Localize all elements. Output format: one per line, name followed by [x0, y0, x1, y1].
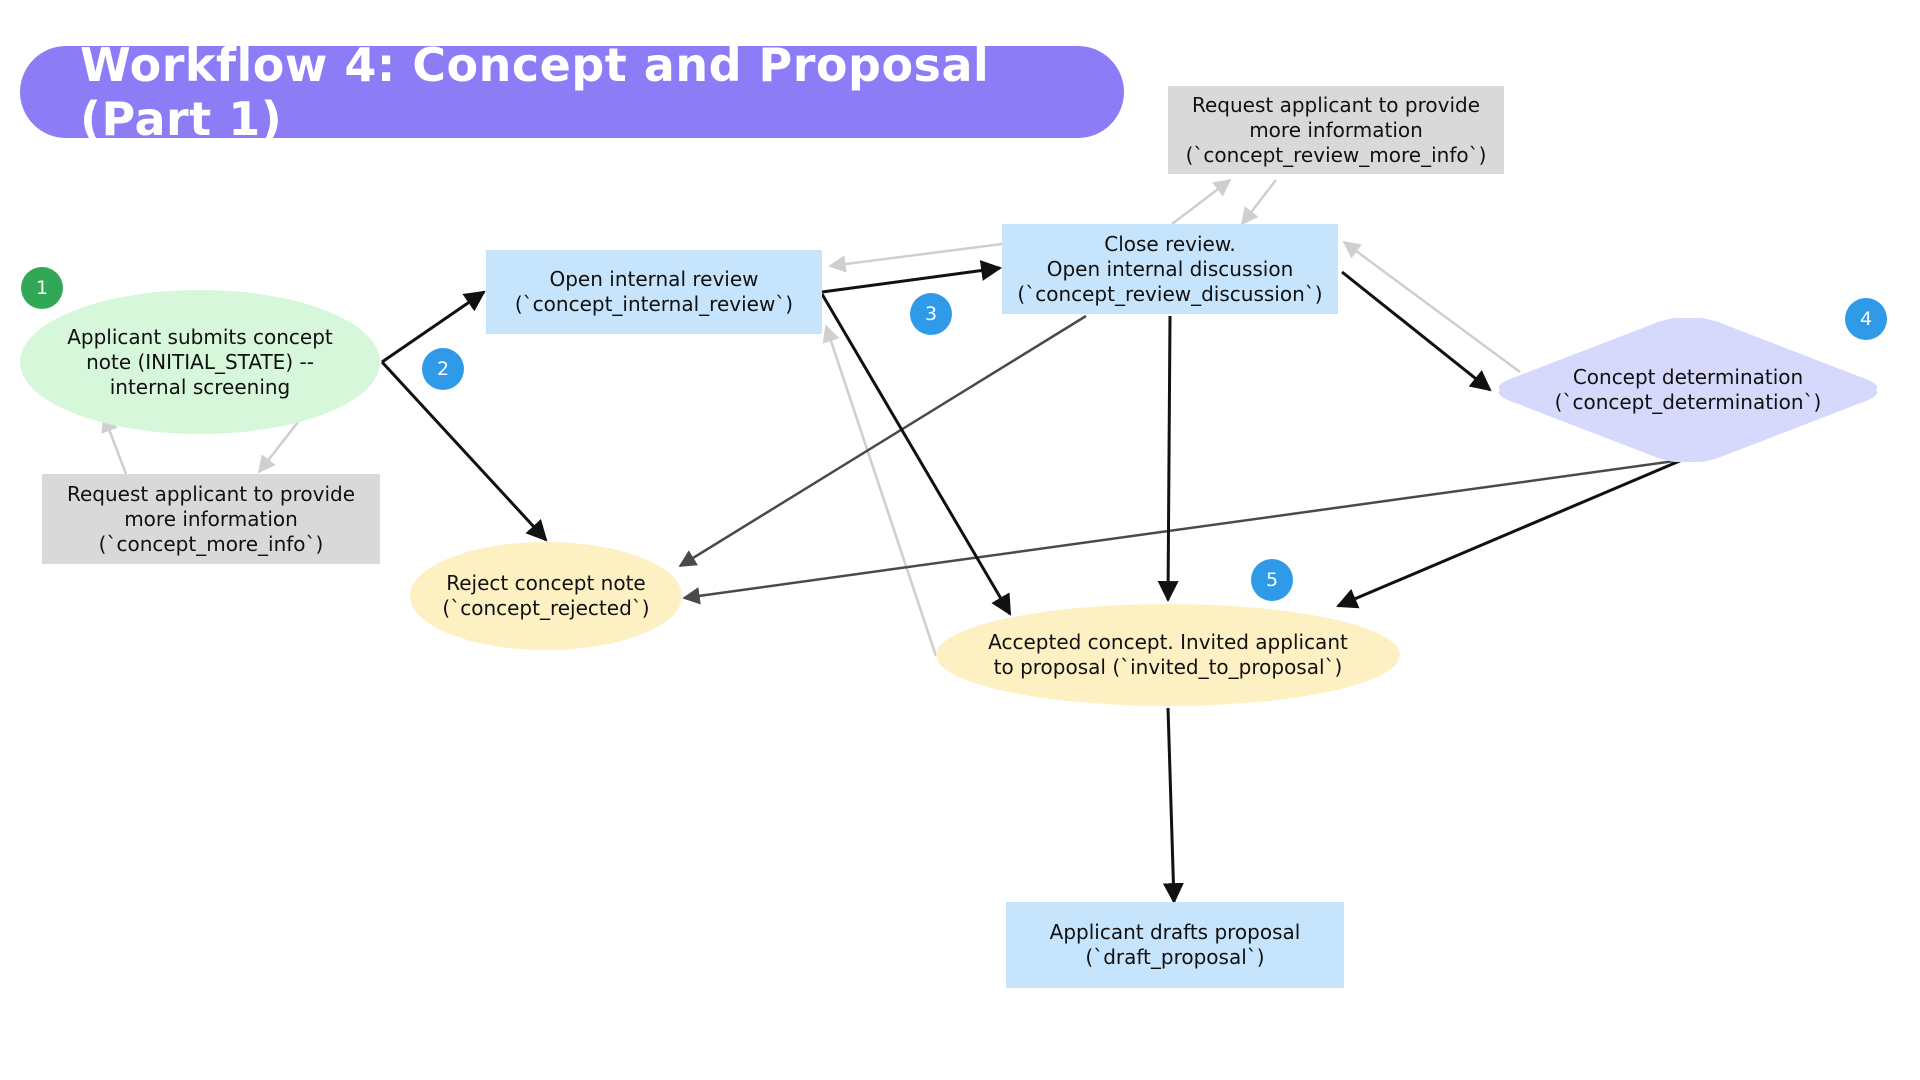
node-initial-state-label: Applicant submits concept note (INITIAL_… [67, 324, 333, 399]
node-concept-review-discussion-label: Close review. Open internal discussion (… [1017, 231, 1323, 306]
node-concept-more-info-label: Request applicant to provide more inform… [66, 481, 356, 556]
node-concept-review-more-info-label: Request applicant to provide more inform… [1185, 92, 1487, 167]
edge-initial-to-rejected [380, 360, 548, 542]
step-badge-1: 1 [21, 267, 63, 309]
step-badge-5: 5 [1251, 559, 1293, 601]
title-bar: Workflow 4: Concept and Proposal (Part 1… [20, 38, 1124, 146]
node-concept-internal-review[interactable]: Open internal review (`concept_internal_… [486, 250, 822, 334]
edge-discussion-to-internal-review [828, 242, 1003, 273]
edge-more-info-to-initial [101, 414, 128, 475]
edge-determination-to-discussion [1342, 240, 1521, 374]
node-concept-more-info[interactable]: Request applicant to provide more inform… [42, 474, 380, 564]
edge-initial-to-more-info [257, 421, 299, 474]
step-badge-4-text: 4 [1859, 308, 1873, 330]
edge-discussion-to-invited [1157, 315, 1179, 603]
step-badge-2-text: 2 [436, 358, 450, 380]
step-badge-5-text: 5 [1265, 569, 1279, 591]
edge-invited-to-draft-proposal [1162, 707, 1184, 905]
node-concept-determination[interactable]: Concept determination (`concept_determin… [1488, 318, 1888, 462]
node-draft-proposal-label: Applicant drafts proposal (`draft_propos… [1049, 920, 1301, 969]
step-badge-2: 2 [422, 348, 464, 390]
node-concept-internal-review-label: Open internal review (`concept_internal_… [514, 267, 794, 316]
edge-initial-to-internal-review [381, 290, 486, 364]
page-title: Workflow 4: Concept and Proposal (Part 1… [80, 38, 990, 146]
edge-determination-to-invited [1336, 458, 1683, 609]
edge-determination-to-rejected [682, 458, 1683, 605]
step-badge-3-text: 3 [924, 303, 938, 325]
edge-review-more-info-to-discussion [1240, 179, 1277, 226]
node-concept-determination-label: Concept determination (`concept_determin… [1554, 365, 1822, 414]
diamond-shape [1498, 318, 1878, 462]
node-initial-state[interactable]: Applicant submits concept note (INITIAL_… [20, 290, 380, 434]
edge-discussion-to-determination [1341, 270, 1492, 392]
node-concept-review-more-info[interactable]: Request applicant to provide more inform… [1168, 86, 1504, 174]
node-concept-rejected-label: Reject concept note (`concept_rejected`) [442, 571, 650, 620]
node-invited-to-proposal-label: Accepted concept. Invited applicant to p… [988, 630, 1348, 679]
node-concept-review-discussion[interactable]: Close review. Open internal discussion (… [1002, 224, 1338, 314]
node-draft-proposal[interactable]: Applicant drafts proposal (`draft_propos… [1006, 902, 1344, 988]
edge-invited-to-internal-review [822, 324, 938, 657]
node-invited-to-proposal[interactable]: Accepted concept. Invited applicant to p… [936, 604, 1400, 706]
step-badge-3: 3 [910, 293, 952, 335]
edge-internal-review-to-invited [820, 293, 1012, 616]
step-badge-1-text: 1 [35, 277, 49, 299]
step-badge-4: 4 [1845, 298, 1887, 340]
edge-internal-review-to-discussion [821, 260, 1003, 294]
diamond-label-box: Concept determination (`concept_determin… [1488, 318, 1888, 462]
edge-discussion-to-review-more-info [1171, 178, 1232, 225]
node-concept-rejected[interactable]: Reject concept note (`concept_rejected`) [410, 542, 682, 650]
edge-discussion-to-rejected [678, 314, 1087, 568]
